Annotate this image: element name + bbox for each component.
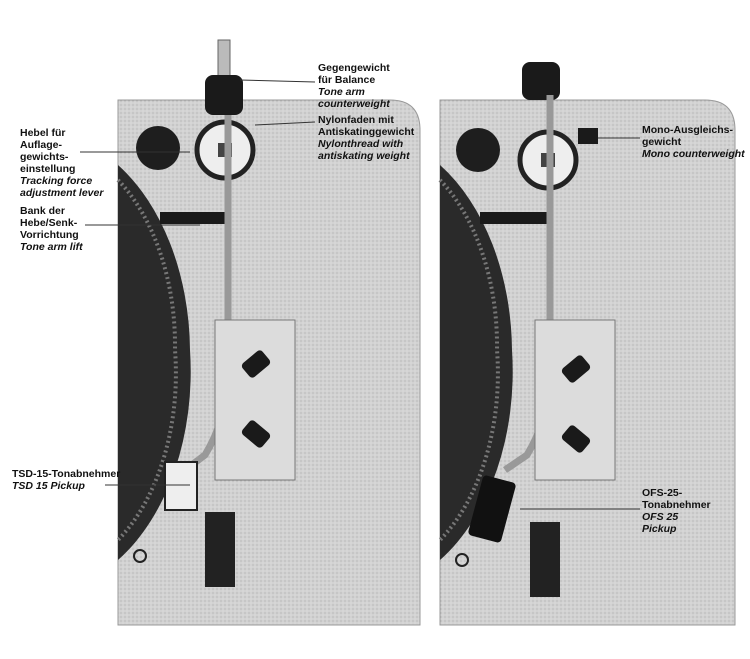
label-de: Hebe/Senk- — [20, 217, 78, 229]
mono-counterweight — [578, 128, 598, 144]
label-en: OFS 25 — [642, 511, 679, 523]
label-de: Nylonfaden mit — [318, 114, 394, 126]
label-counterweight: Gegengewicht für Balance Tone arm counte… — [318, 62, 390, 110]
label-en: Tone arm — [318, 86, 365, 98]
label-en: TSD 15 Pickup — [12, 480, 85, 492]
label-en: Nylonthread with — [318, 138, 404, 150]
label-en: Pickup — [642, 523, 677, 535]
label-de: Vorrichtung — [20, 229, 79, 241]
label-de: Bank der — [20, 205, 65, 217]
label-en: adjustment lever — [20, 187, 104, 199]
ofs25-pickup — [468, 475, 516, 543]
tsd15-pickup — [164, 461, 198, 511]
label-tracking-force-lever: Hebel für Auflage- gewichts- einstellung… — [20, 127, 103, 199]
counterweight — [522, 62, 560, 100]
label-en: counterweight — [318, 98, 390, 110]
label-de: TSD-15-Tonabnehmer — [12, 468, 121, 480]
arm-lift — [160, 212, 230, 224]
label-de: Hebel für — [20, 127, 66, 139]
label-de: gewicht — [642, 136, 682, 148]
leader-lines — [80, 79, 640, 510]
label-tone-arm-lift: Bank der Hebe/Senk- Vorrichtung Tone arm… — [20, 205, 83, 253]
label-en: Tone arm lift — [20, 241, 83, 253]
label-de: Mono-Ausgleichs- — [642, 124, 733, 136]
label-de: OFS-25- — [642, 487, 683, 499]
left-turntable — [116, 39, 421, 626]
counterweight — [205, 75, 243, 115]
right-turntable — [438, 62, 736, 626]
label-de: einstellung — [20, 163, 76, 175]
label-en: Tracking force — [20, 175, 93, 187]
label-de: Antiskatinggewicht — [318, 126, 415, 138]
label-mono-counterweight: Mono-Ausgleichs- gewicht Mono counterwei… — [642, 124, 745, 160]
label-tsd15-pickup: TSD-15-Tonabnehmer TSD 15 Pickup — [12, 468, 120, 492]
label-en: antiskating weight — [318, 150, 410, 162]
label-nylon-thread: Nylonfaden mit Antiskatinggewicht Nylont… — [318, 114, 414, 162]
label-en: Mono counterweight — [642, 148, 745, 160]
label-de: gewichts- — [20, 151, 69, 163]
label-de: Auflage- — [20, 139, 62, 151]
control-panel — [214, 319, 296, 481]
tracking-force-knob — [136, 126, 180, 170]
slide-switch — [205, 512, 235, 587]
label-de: Tonabnehmer — [642, 499, 711, 511]
label-ofs25-pickup: OFS-25- Tonabnehmer OFS 25 Pickup — [642, 487, 711, 535]
label-de: Gegengewicht — [318, 62, 390, 74]
label-de: für Balance — [318, 74, 376, 86]
